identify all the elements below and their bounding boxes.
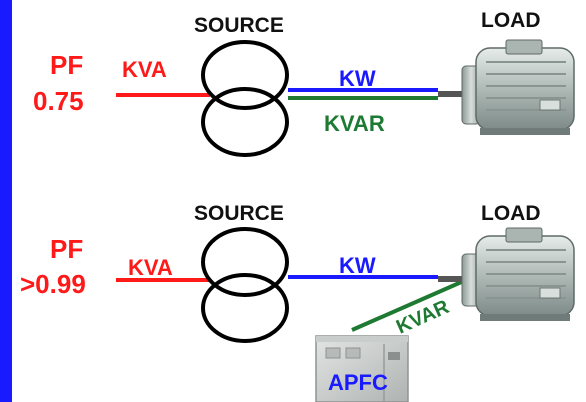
bottom-kva-label: KVA — [128, 255, 173, 280]
bottom-kvar-label: KVAR — [393, 296, 453, 339]
bottom-source-label: SOURCE — [194, 202, 284, 225]
bottom-kvar-line — [351, 278, 467, 332]
top-load-label: LOAD — [481, 9, 541, 32]
bottom-load-label: LOAD — [481, 202, 541, 225]
apfc-panel-icon — [315, 335, 409, 402]
left-border-bar — [0, 0, 12, 402]
top-source-label: SOURCE — [194, 14, 284, 37]
top-kvar-label: KVAR — [324, 111, 385, 136]
top-kw-label: KW — [339, 66, 376, 91]
bottom-motor-icon — [438, 227, 575, 321]
top-transformer-icon — [201, 40, 289, 157]
bottom-pf-value: >0.99 — [20, 269, 86, 299]
bottom-kw-label: KW — [339, 253, 376, 278]
bottom-transformer-icon — [201, 227, 289, 343]
bottom-diagram: SOURCE LOAD PF >0.99 KVA KW KVAR — [20, 202, 575, 402]
top-pf-value: 0.75 — [33, 86, 84, 116]
bottom-pf-label: PF — [50, 234, 83, 264]
top-motor-icon — [438, 39, 575, 135]
top-kva-label: KVA — [122, 57, 167, 82]
top-pf-label: PF — [50, 50, 83, 80]
top-diagram: SOURCE LOAD PF 0.75 KVA KW KVAR — [33, 9, 575, 157]
apfc-label: APFC — [328, 370, 388, 395]
